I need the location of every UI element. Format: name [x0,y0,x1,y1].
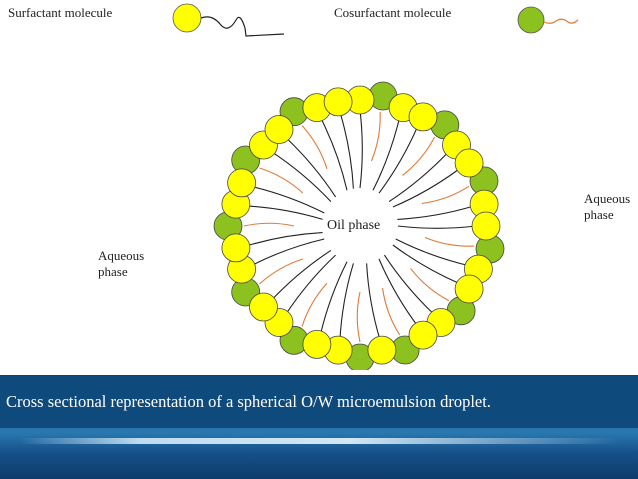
surfactant-tail [245,232,323,247]
surfactant-tail [388,151,450,203]
surfactant-tail [250,238,325,267]
surfactant-tail [359,109,363,189]
cosurfactant-tail [243,222,295,227]
surfactant-head [471,211,501,241]
surfactant-head [302,329,332,359]
caption-bar [0,376,638,428]
surfactant-tail [270,150,332,202]
surfactant-tail [378,125,419,194]
surfactant-head [264,115,294,144]
cosurfactant-tail [259,258,303,285]
surfactant-tail [270,249,332,301]
cosurfactant-tail [370,111,381,162]
surfactant-tail [285,136,337,198]
cosurfactant-tail [382,287,401,336]
aqueous-phase-left-text: Aqueous phase [98,248,145,279]
surfactant-head [454,274,484,304]
surfactant-head [227,168,257,198]
legend-surfactant-icon [172,3,285,37]
cosurfactant-tail [410,268,450,302]
surfactant-tail [339,263,354,341]
droplet [213,81,505,370]
aqueous-phase-left-label: Aqueous phase [98,248,144,280]
surfactant-tail [319,116,348,191]
surfactant-tail [397,205,475,220]
surfactant-head [367,335,397,365]
cosurfactant-legend-label: Cosurfactant molecule [334,5,452,20]
surfactant-head [408,320,438,350]
surfactant-head [408,102,438,132]
cosurfactant-tail [356,291,361,343]
surfactant-tail [284,254,336,316]
oil-phase-label: Oil phase [326,218,382,234]
surfactant-tail [378,258,419,327]
cosurfactant-tail [424,236,475,247]
cosurfactant-tail [301,125,328,169]
surfactant-tail [383,254,435,316]
surfactant-tail [372,116,401,191]
surfactant-tail [397,225,477,229]
cosurfactant-tail [301,282,328,327]
microemulsion-diagram [172,3,579,370]
aqueous-phase-right-label: Aqueous phase [584,191,630,223]
surfactant-tail [250,185,325,214]
caption-shine [20,438,620,444]
aqueous-phase-right-text: Aqueous phase [584,191,631,222]
surfactant-head [221,233,251,263]
surfactant-tail [319,261,348,336]
legend-cosurfactant-icon [517,6,579,34]
slide-caption: Cross sectional representation of a sphe… [6,392,491,411]
surfactant-tail [392,244,461,285]
surfactant-tail [339,111,354,189]
cosurfactant-tail [402,136,436,176]
surfactant-legend-label: Surfactant molecule [8,5,113,20]
surfactant-head [323,87,353,117]
surfactant-head [249,292,278,322]
surfactant-tail [245,205,323,220]
cosurfactant-tail [259,167,304,194]
surfactant-tail [366,263,381,341]
cosurfactant-tail [421,185,470,204]
surfactant-tail [392,167,461,208]
surfactant-tail [395,238,470,267]
surfactant-head [454,148,484,178]
